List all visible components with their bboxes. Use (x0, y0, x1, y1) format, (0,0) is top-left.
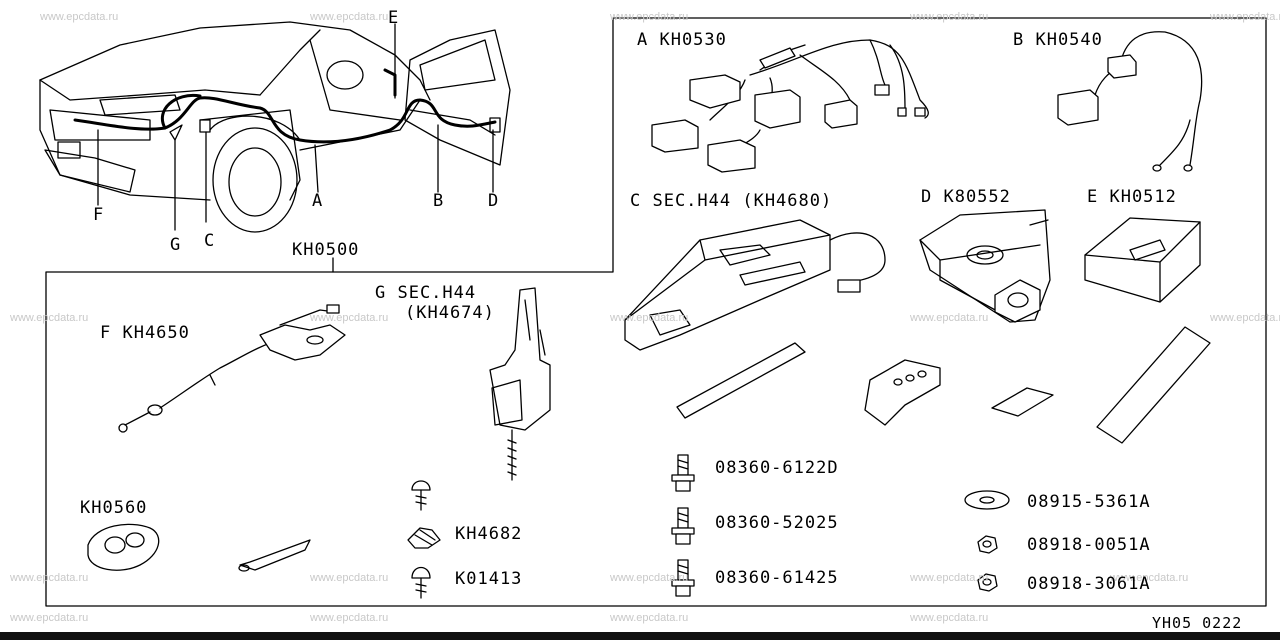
nut-2-drawing (977, 573, 998, 592)
label-washer: 08915-5361A (1027, 492, 1151, 512)
group-label: KH0500 (292, 240, 360, 260)
frame-lines (45, 17, 1267, 607)
label-sensor-c: C SEC.H44 (KH4680) (630, 191, 833, 211)
label-remote: KH0560 (80, 498, 148, 518)
pad-c-drawing (676, 342, 806, 419)
unit-e-drawing (1084, 217, 1201, 303)
label-bolt-3: 08360-61425 (715, 568, 839, 588)
watermark: www.epcdata.ru (610, 612, 689, 624)
bracket-d-drawing (864, 359, 941, 426)
screw-k01413-drawing (411, 566, 431, 599)
watermark: www.epcdata.ru (10, 572, 89, 584)
watermark: www.epcdata.ru (1210, 11, 1280, 23)
label-actuator-d: D K80552 (921, 187, 1011, 207)
watermark: www.epcdata.ru (10, 612, 89, 624)
bracket-g-drawing (489, 287, 551, 481)
watermark: www.epcdata.ru (40, 11, 119, 23)
label-bolt-1: 08360-6122D (715, 458, 839, 478)
sensor-c-drawing (624, 219, 886, 351)
label-bracket-g-sub: (KH4674) (405, 303, 495, 323)
footer-code: YH05 0222 (1152, 614, 1243, 632)
label-clip: KH4682 (455, 524, 523, 544)
label-harness-a: A KH0530 (637, 30, 727, 50)
remote-drawing (87, 523, 160, 571)
screw-kh4682-above-drawing (411, 480, 431, 511)
watermark: www.epcdata.ru (1210, 312, 1280, 324)
watermark: www.epcdata.ru (910, 312, 989, 324)
watermark: www.epcdata.ru (610, 312, 689, 324)
label-bolt-2: 08360-52025 (715, 513, 839, 533)
watermark: www.epcdata.ru (910, 11, 989, 23)
car-illustration (39, 21, 511, 233)
callout-leaders (97, 23, 494, 231)
label-bracket-g: G SEC.H44 (375, 283, 477, 303)
callout-d: D (488, 191, 500, 211)
key-blade-drawing (238, 539, 311, 572)
watermark: www.epcdata.ru (1110, 572, 1189, 584)
clip-kh4682-drawing (407, 527, 441, 549)
label-harness-b: B KH0540 (1013, 30, 1103, 50)
bolt-2-drawing (671, 507, 695, 545)
callout-g: G (170, 235, 182, 255)
cable-f-drawing (118, 304, 346, 433)
callout-c: C (204, 231, 216, 251)
watermark: www.epcdata.ru (310, 11, 389, 23)
washer-drawing (964, 490, 1010, 510)
bolt-1-drawing (671, 454, 695, 492)
bottom-bar (0, 632, 1280, 640)
watermark: www.epcdata.ru (610, 11, 689, 23)
label-unit-e: E KH0512 (1087, 187, 1177, 207)
harness-b-drawing (1057, 31, 1203, 172)
pad-e-drawing (1096, 326, 1211, 444)
label-nut-2: 08918-3061A (1027, 574, 1151, 594)
watermark: www.epcdata.ru (910, 612, 989, 624)
callout-a: A (312, 191, 324, 211)
watermark: www.epcdata.ru (310, 572, 389, 584)
pad-d-drawing (991, 387, 1054, 417)
bolt-3-drawing (671, 559, 695, 597)
callout-e: E (388, 8, 400, 28)
watermark: www.epcdata.ru (910, 572, 989, 584)
watermark: www.epcdata.ru (310, 312, 389, 324)
harness-a-drawing (651, 39, 929, 173)
watermark: www.epcdata.ru (610, 572, 689, 584)
nut-1-drawing (977, 535, 998, 554)
label-cable-f: F KH4650 (100, 323, 190, 343)
watermark: www.epcdata.ru (310, 612, 389, 624)
label-nut-1: 08918-0051A (1027, 535, 1151, 555)
callout-b: B (433, 191, 445, 211)
actuator-d-drawing (919, 209, 1051, 323)
label-screw: K01413 (455, 569, 523, 589)
watermark: www.epcdata.ru (10, 312, 89, 324)
callout-f: F (93, 205, 105, 225)
